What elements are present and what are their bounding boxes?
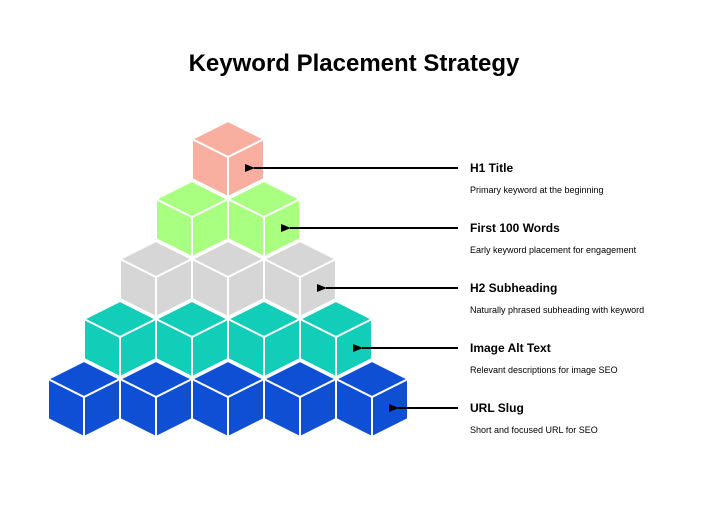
cube [191, 119, 265, 199]
label-description: Short and focused URL for SEO [470, 425, 598, 435]
cube [263, 359, 337, 439]
cube [155, 299, 229, 379]
label-url-slug: URL Slug Short and focused URL for SEO [470, 401, 670, 435]
label-heading: H1 Title [470, 161, 514, 175]
cube [335, 359, 409, 439]
label-description: Naturally phrased subheading with keywor… [470, 305, 645, 315]
label-image-alt-text: Image Alt Text Relevant descriptions for… [470, 341, 670, 375]
label-heading: First 100 Words [470, 221, 560, 235]
cube [155, 179, 229, 259]
label-description: Early keyword placement for engagement [470, 245, 637, 255]
label-first-100-words: First 100 Words Early keyword placement … [470, 221, 670, 255]
cube [83, 299, 157, 379]
label-heading: URL Slug [470, 401, 524, 415]
cube [299, 299, 373, 379]
label-heading: H2 Subheading [470, 281, 558, 295]
label-heading: Image Alt Text [470, 341, 551, 355]
diagram-title: Keyword Placement Strategy [188, 50, 520, 77]
label-description: Primary keyword at the beginning [470, 185, 604, 195]
label-h2-subheading: H2 Subheading Naturally phrased subheadi… [470, 281, 670, 315]
label-description: Relevant descriptions for image SEO [470, 365, 618, 375]
cube [119, 239, 193, 319]
cube [227, 179, 301, 259]
label-h1-title: H1 Title Primary keyword at the beginnin… [470, 161, 670, 195]
cube [263, 239, 337, 319]
